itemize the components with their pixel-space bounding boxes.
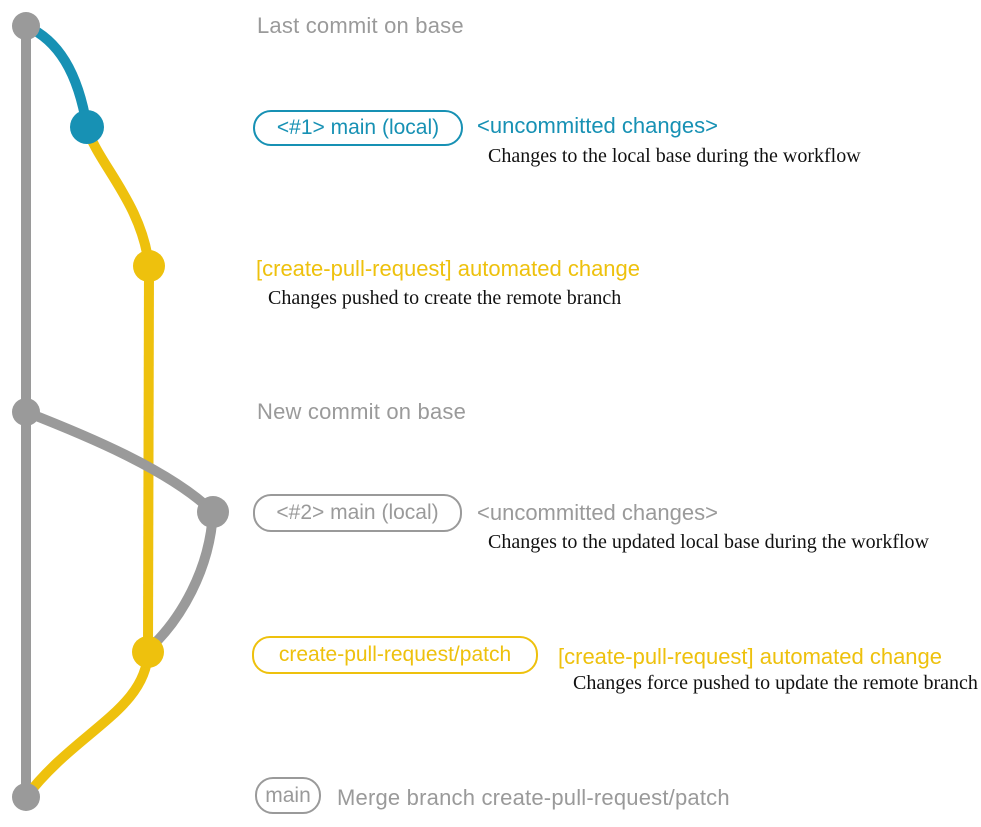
branch-pill-main-label: main (265, 783, 311, 807)
branch-pill-main-local-2-label: <#2> main (local) (276, 501, 439, 524)
branch-pill-main-local-2: <#2> main (local) (253, 494, 462, 532)
commit-node-main-local-1 (70, 110, 104, 144)
commit-caption-uncommitted-2: Changes to the updated local base during… (488, 531, 929, 553)
edge-patch-trunk (143, 265, 154, 653)
commit-node-main-local-2 (197, 496, 229, 528)
commit-node-last-base (12, 12, 40, 40)
commit-heading-uncommitted-2: <uncommitted changes> (477, 500, 718, 525)
branch-pill-main: main (255, 777, 321, 814)
edge-main-local-2-out (24, 407, 217, 516)
commit-caption-automated-1: Changes pushed to create the remote bran… (268, 287, 622, 309)
branch-pill-cpr-patch: create-pull-request/patch (252, 636, 538, 674)
commit-caption-uncommitted-1: Changes to the local base during the wor… (488, 145, 861, 167)
edge-main-local-1 (23, 21, 92, 128)
commit-node-merge (12, 783, 40, 811)
branch-pill-main-local-1-label: <#1> main (local) (276, 116, 440, 139)
commit-heading-automated-2: [create-pull-request] automated change (558, 644, 943, 669)
edge-main-local-2-rebase (146, 511, 218, 652)
commit-heading-automated-1: [create-pull-request] automated change (256, 256, 641, 281)
label-merge-commit: Merge branch create-pull-request/patch (337, 785, 730, 810)
label-last-commit-on-base: Last commit on base (257, 13, 464, 38)
commit-node-cpr-1 (133, 250, 165, 282)
commit-graph (12, 12, 229, 811)
edge-patch-create (82, 125, 154, 267)
commit-node-new-base (12, 398, 40, 426)
label-new-commit-on-base: New commit on base (257, 399, 467, 424)
commit-node-cpr-2 (132, 636, 164, 668)
branch-pill-cpr-patch-label: create-pull-request/patch (278, 643, 512, 666)
branch-pill-main-local-1: <#1> main (local) (253, 110, 463, 146)
commit-caption-automated-2: Changes force pushed to update the remot… (573, 672, 978, 694)
commit-heading-uncommitted-1: <uncommitted changes> (477, 113, 718, 138)
edge-patch-merge (22, 651, 153, 801)
